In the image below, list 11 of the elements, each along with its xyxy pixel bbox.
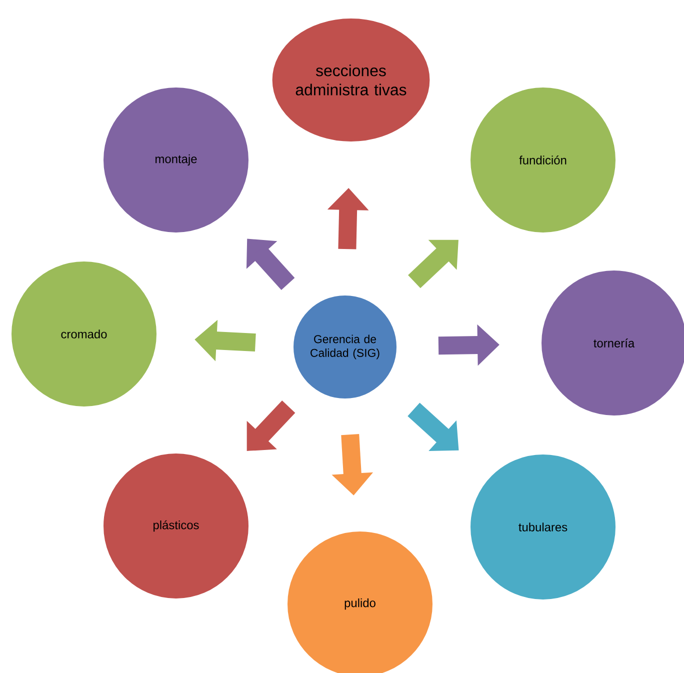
block-arrow <box>246 400 296 451</box>
circle-node: tubulares <box>470 454 616 600</box>
block-arrow <box>246 238 295 290</box>
circle-node: plásticos <box>102 452 250 600</box>
circle-node: Gerencia de Calidad (SIG) <box>292 294 398 400</box>
circle-node: secciones administra tivas <box>271 18 431 142</box>
block-arrow <box>408 402 459 451</box>
circle-node: cromado <box>10 260 158 408</box>
circle-node: montaje <box>102 86 250 234</box>
block-arrow <box>408 240 458 288</box>
circle-node: fundición <box>470 86 616 234</box>
